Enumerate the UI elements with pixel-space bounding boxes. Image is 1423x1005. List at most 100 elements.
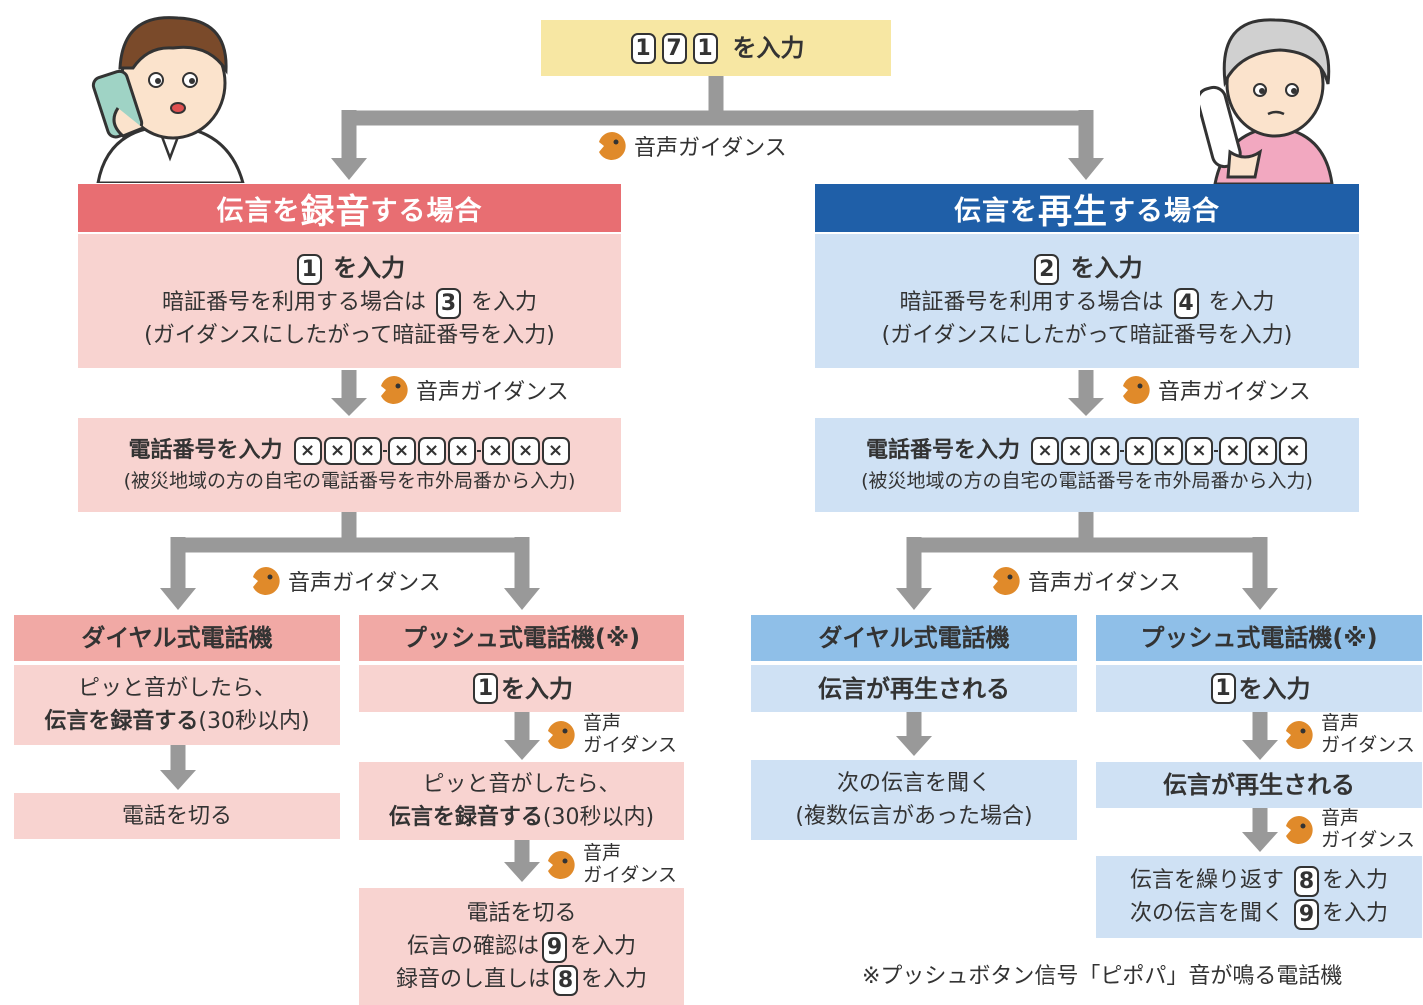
x-digit: ×: [353, 436, 382, 465]
guidance-label-play-push-2: 音声ガイダンス: [1283, 807, 1415, 852]
record-dial-title: ダイヤル式電話機: [14, 615, 340, 661]
record-header-post: する場合: [370, 195, 483, 227]
guidance-voice-icon: [599, 132, 626, 160]
play-push-suffix: を入力: [1238, 674, 1311, 703]
record-push-line2-rest: (30秒以内): [542, 805, 655, 830]
play-push-key-8: 8: [1294, 865, 1319, 897]
record-push-key-1: 1: [473, 673, 498, 704]
record-phone-box: 電話番号を入力 ××××××××× (被災地域の方の自宅の電話番号を市外局番から…: [78, 418, 621, 512]
x-digit: ×: [1155, 436, 1183, 465]
caller-man-illustration: [91, 16, 245, 183]
x-digit: ×: [387, 436, 416, 465]
guidance-voice-icon: [253, 567, 280, 595]
play-step1-line2-pre: 暗証番号を利用する場合は: [899, 290, 1164, 315]
record-key-1: 1: [296, 253, 322, 285]
guidance-label-play-2: 音声ガイダンス: [990, 565, 1181, 597]
play-step1-line2-post: を入力: [1208, 290, 1275, 315]
play-push-next-pre: 次の伝言を聞く: [1129, 901, 1284, 926]
play-push-key-9: 9: [1294, 898, 1319, 930]
key-7: 7: [661, 32, 687, 64]
record-step1: 1 を入力 暗証番号を利用する場合は 3 を入力 (ガイダンスにしたがって暗証番…: [78, 234, 621, 368]
key-1: 1: [630, 32, 656, 64]
start-suffix: を入力: [732, 34, 805, 62]
record-phone-note: (被災地域の方の自宅の電話番号を市外局番から入力): [123, 470, 576, 493]
x-digit: ×: [1279, 436, 1307, 465]
guidance-voice-icon: [381, 376, 408, 404]
guidance-label-record-push-1: 音声ガイダンス: [545, 712, 677, 757]
play-dial-next1: 次の伝言を聞く: [836, 771, 991, 796]
x-digit: ×: [1185, 436, 1213, 465]
play-header-big: 再生: [1038, 191, 1108, 232]
guidance-small-2: ガイダンス: [583, 863, 677, 886]
guidance-voice-icon: [993, 567, 1020, 595]
x-digit: ×: [1091, 436, 1119, 465]
play-push-played: 伝言が再生される: [1096, 762, 1422, 808]
play-step1-suffix: を入力: [1070, 254, 1143, 282]
play-dial-next: 次の伝言を聞く (複数伝言があった場合): [751, 760, 1077, 840]
guidance-small-1: 音声: [583, 842, 622, 864]
guidance-text: 音声ガイダンス: [1028, 571, 1181, 596]
record-push-end2-post: を入力: [570, 934, 637, 959]
play-push-next-post: を入力: [1322, 901, 1389, 926]
record-key-3: 3: [436, 287, 461, 319]
x-digit: ×: [541, 436, 570, 465]
record-step1-line3: (ガイダンスにしたがって暗証番号を入力): [144, 323, 555, 348]
x-digit: ×: [447, 436, 476, 465]
record-push-end2-pre: 伝言の確認は: [406, 934, 539, 959]
record-push-record: ピッと音がしたら、 伝言を録音する(30秒以内): [359, 762, 684, 840]
guidance-text: 音声ガイダンス: [634, 136, 787, 161]
guidance-label-play-push-1: 音声ガイダンス: [1283, 712, 1415, 757]
play-push-title: プッシュ式電話機(※): [1096, 615, 1422, 661]
play-phone-box: 電話番号を入力 ××××××××× (被災地域の方の自宅の電話番号を市外局番から…: [815, 418, 1359, 512]
record-dial-line2-rest: (30秒以内): [198, 709, 310, 734]
x-digit: ×: [1219, 436, 1247, 465]
record-push-title: プッシュ式電話機(※): [359, 615, 684, 661]
play-header-post: する場合: [1108, 195, 1220, 227]
x-digit: ×: [1061, 436, 1089, 465]
guidance-small-1: 音声: [1321, 712, 1360, 734]
record-dial-line1: ピッと音がしたら、: [77, 676, 276, 701]
record-header: 伝言を録音する場合: [78, 184, 621, 232]
play-header-pre: 伝言を: [954, 195, 1038, 227]
record-header-pre: 伝言を: [216, 195, 301, 227]
guidance-voice-icon: [1286, 815, 1313, 844]
guidance-label-record-2: 音声ガイダンス: [250, 565, 441, 597]
guidance-small-2: ガイダンス: [1321, 733, 1415, 756]
record-step1-line2-post: を入力: [471, 290, 538, 315]
footnote: ※プッシュボタン信号「ピポパ」音が鳴る電話機: [862, 964, 1343, 989]
x-digit: ×: [511, 436, 540, 465]
guidance-text: 音声ガイダンス: [1158, 380, 1311, 405]
record-push-suffix: を入力: [501, 674, 573, 703]
x-digit: ×: [481, 436, 510, 465]
x-digit: ×: [1125, 436, 1153, 465]
guidance-label-record-1: 音声ガイダンス: [378, 374, 569, 406]
record-push-line2-bold: 伝言を録音する: [388, 805, 543, 830]
record-push-key-9: 9: [542, 931, 567, 963]
play-phone-note: (被災地域の方の自宅の電話番号を市外局番から入力): [861, 470, 1313, 493]
record-dial-end: 電話を切る: [14, 793, 340, 839]
x-digit: ×: [323, 436, 352, 465]
start-box: 1 7 1 を入力: [541, 20, 891, 76]
play-step1: 2 を入力 暗証番号を利用する場合は 4 を入力 (ガイダンスにしたがって暗証番…: [815, 234, 1359, 368]
guidance-text: 音声ガイダンス: [416, 380, 569, 405]
guidance-label-top: 音声ガイダンス: [596, 130, 787, 162]
listener-woman-illustration: [1200, 18, 1334, 184]
record-step1-line2-pre: 暗証番号を利用する場合は: [161, 290, 426, 315]
guidance-voice-icon: [1286, 720, 1313, 749]
guidance-label-play-1: 音声ガイダンス: [1120, 374, 1311, 406]
play-dial-next2: (複数伝言があった場合): [795, 804, 1033, 829]
guidance-small-1: 音声: [1321, 807, 1360, 829]
guidance-label-record-push-2: 音声ガイダンス: [545, 842, 677, 887]
record-step1-suffix: を入力: [333, 254, 406, 282]
record-push-end3-post: を入力: [581, 967, 648, 992]
play-step1-line3: (ガイダンスにしたがって暗証番号を入力): [881, 323, 1293, 348]
record-dial-body: ピッと音がしたら、 伝言を録音する(30秒以内): [14, 665, 340, 745]
guidance-small-2: ガイダンス: [1321, 828, 1415, 851]
record-push-key-8: 8: [553, 964, 578, 996]
x-digit: ×: [1031, 436, 1059, 465]
